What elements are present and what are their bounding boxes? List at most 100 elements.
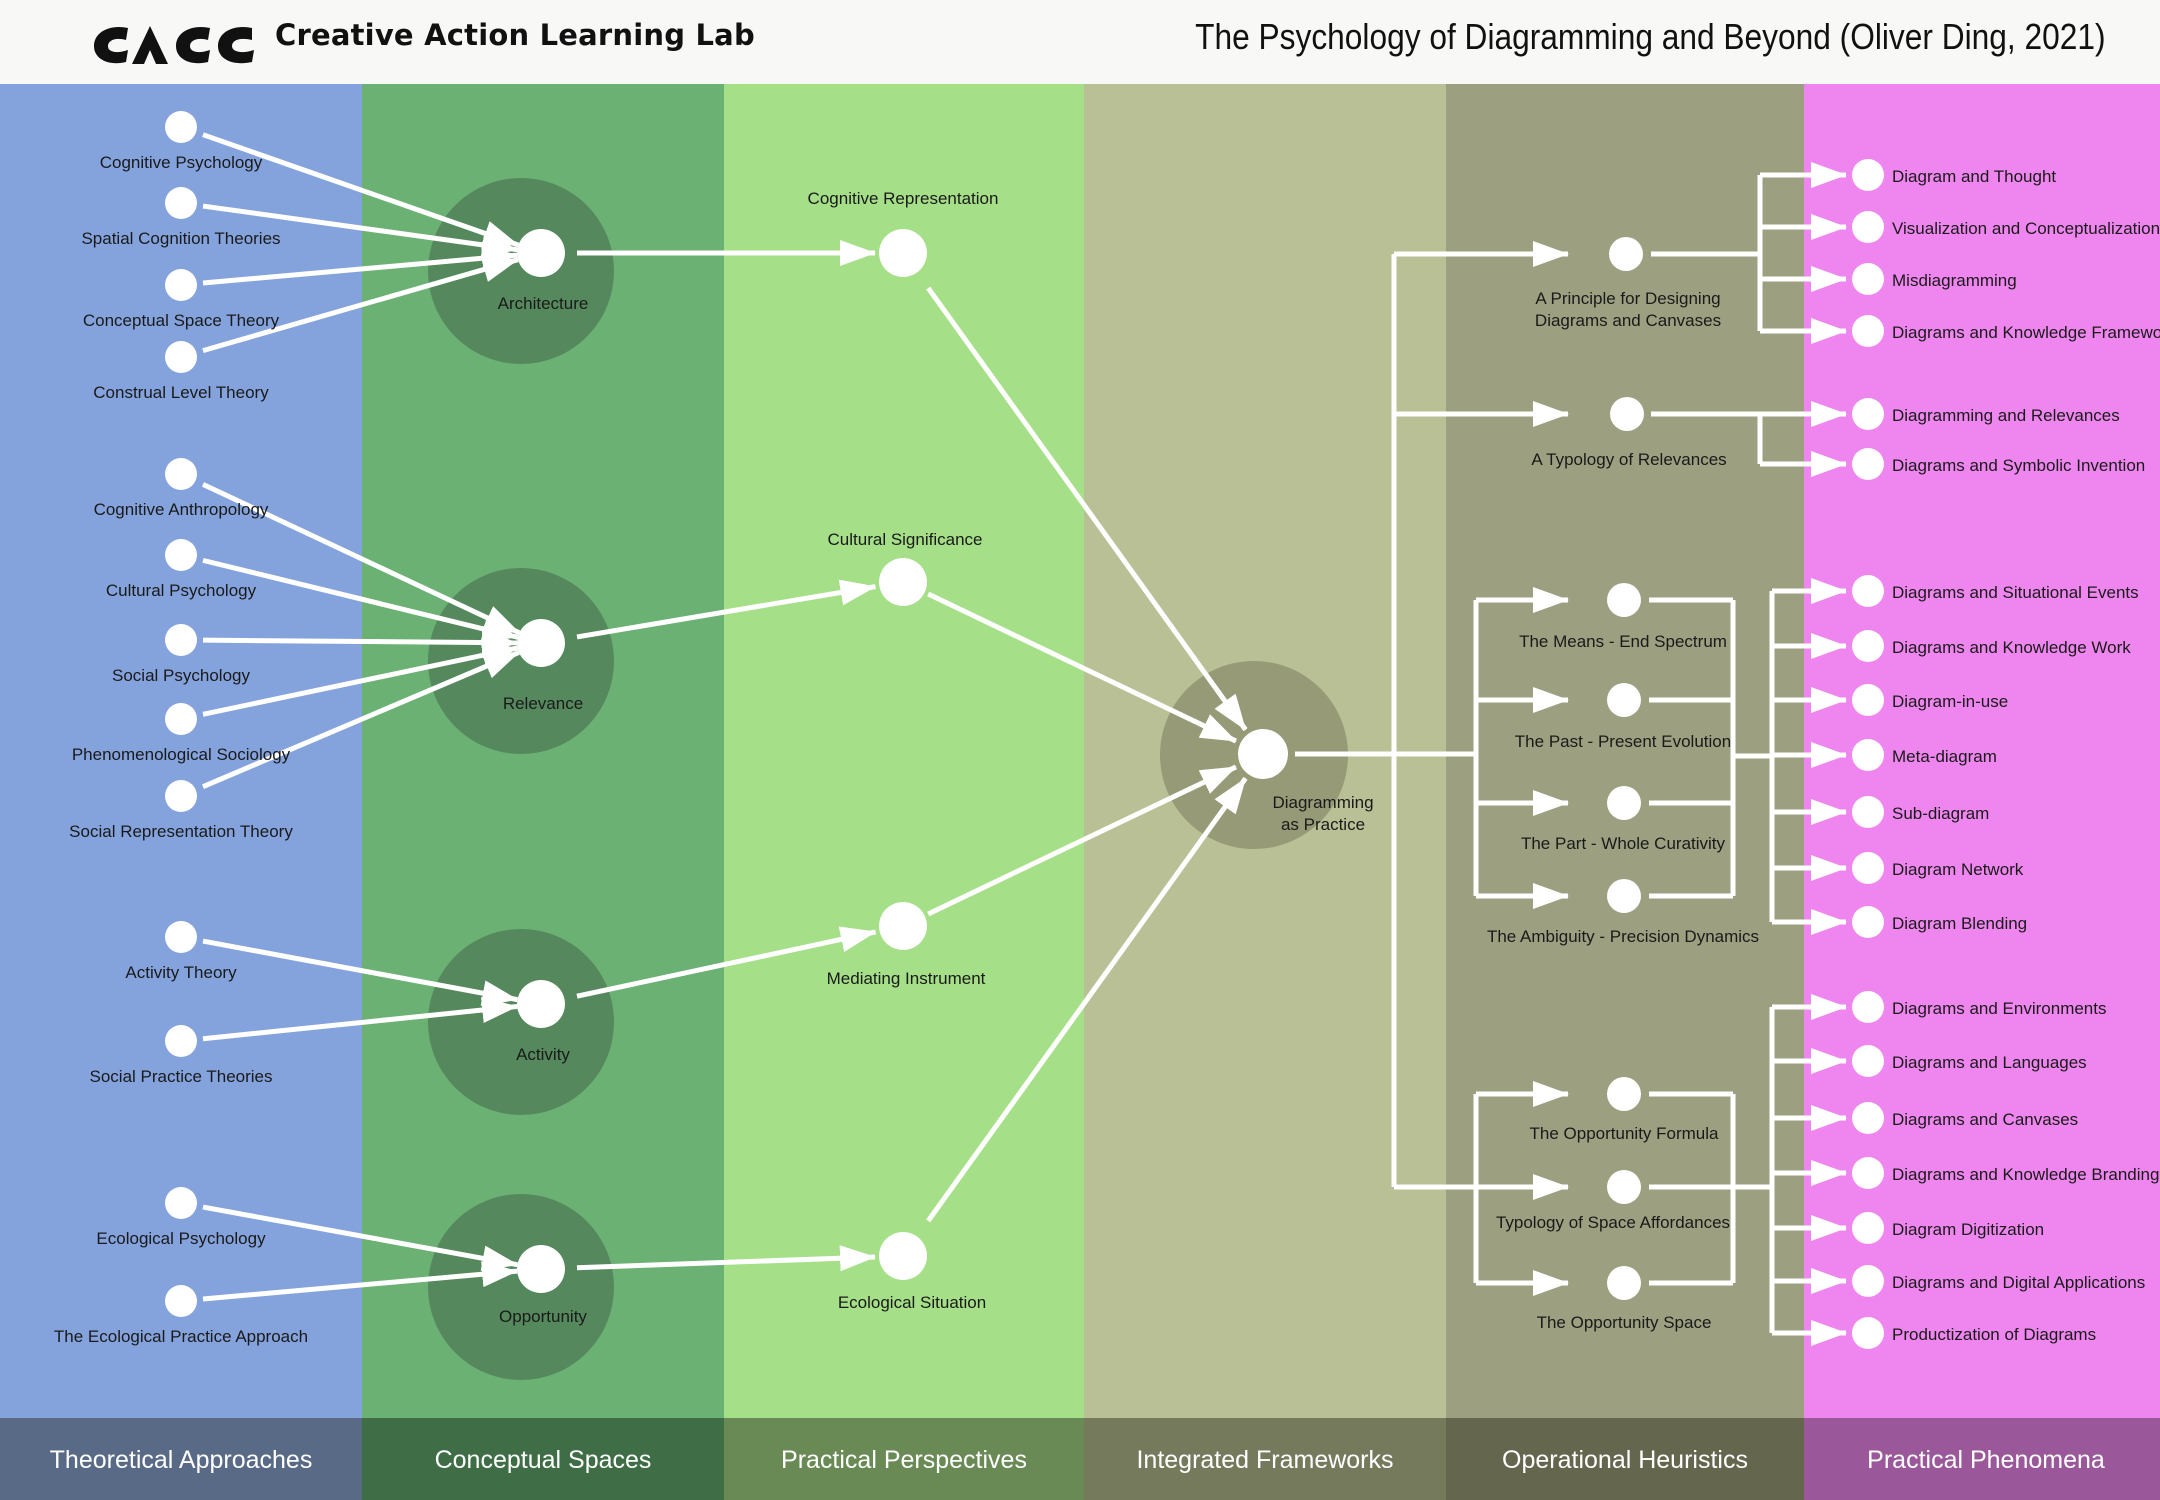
visualization-and-conceptualization-node: [1852, 211, 1884, 243]
edge-cognitive-representation-to-diagramming-as-practice: [926, 286, 1248, 732]
ecological-psychology-label: Ecological Psychology: [96, 1229, 266, 1248]
social-representation-theory-label: Social Representation Theory: [69, 822, 293, 841]
the-means-end-spectrum-node: [1607, 583, 1641, 617]
ecological-psychology-node: [165, 1187, 197, 1219]
relevance-label: Relevance: [503, 694, 583, 713]
edge-spatial-cognition-theories-to-architecture: [202, 203, 519, 258]
callab-logo: [94, 26, 254, 64]
the-opportunity-space-node: [1607, 1266, 1641, 1300]
diagram-blending-label: Diagram Blending: [1892, 914, 2027, 933]
activity-node: [517, 980, 565, 1028]
diagrams-and-knowledge-work-node: [1852, 630, 1884, 662]
architecture-node: [517, 229, 565, 277]
diagram-network-node: [1852, 852, 1884, 884]
mediating-instrument-label: Mediating Instrument: [827, 969, 986, 988]
as-practice-label: as Practice: [1281, 815, 1365, 834]
diagrams-and-situational-events-node: [1852, 575, 1884, 607]
footer-cell-conceptual-spaces: [362, 1418, 724, 1500]
typology-of-relevances-node: [1610, 397, 1644, 431]
edge-opportunity-to-ecological-situation: [576, 1245, 877, 1272]
edge-cognitive-anthropology-to-relevance: [201, 482, 521, 636]
opportunity-node: [517, 1245, 565, 1293]
edge-cultural-significance-to-diagramming-as-practice: [927, 591, 1238, 744]
social-representation-theory-node: [165, 780, 197, 812]
productization-of-diagrams-label: Productization of Diagrams: [1892, 1325, 2096, 1344]
brand-name: Creative Action Learning Lab: [275, 18, 755, 52]
cognitive-psychology-label: Cognitive Psychology: [100, 153, 263, 172]
productization-of-diagrams-node: [1852, 1317, 1884, 1349]
diagrams-and-digital-applications-node: [1852, 1265, 1884, 1297]
diagram-network-label: Diagram Network: [1892, 860, 2024, 879]
misdiagramming-node: [1852, 263, 1884, 295]
cultural-psychology-node: [165, 539, 197, 571]
diagram-in-use-label: Diagram-in-use: [1892, 692, 2008, 711]
diagrams-and-languages-node: [1852, 1045, 1884, 1077]
diagrams-and-canvases-label: Diagrams and Canvases: [1535, 311, 1721, 330]
diagram-in-use-node: [1852, 684, 1884, 716]
edge-social-representation-theory-to-relevance: [202, 650, 520, 789]
column-practical-perspectives: [724, 84, 1084, 1418]
diagramming-as-practice-node: [1238, 729, 1288, 779]
edge-mediating-instrument-to-diagramming-as-practice: [927, 764, 1238, 917]
edge-ecological-situation-to-diagramming-as-practice: [926, 776, 1248, 1223]
diagram-and-thought-label: Diagram and Thought: [1892, 167, 2056, 186]
diagrams-and-environments-node: [1852, 991, 1884, 1023]
cognitive-representation-node: [879, 229, 927, 277]
opportunity-halo: [428, 1194, 614, 1380]
social-psychology-label: Social Psychology: [112, 666, 250, 685]
diagrams-and-symbolic-invention-node: [1852, 448, 1884, 480]
relevance-node: [517, 619, 565, 667]
cultural-psychology-label: Cultural Psychology: [106, 581, 257, 600]
visualization-and-conceptualization-label: Visualization and Conceptualization: [1892, 219, 2160, 238]
typology-of-space-affordances-node: [1607, 1170, 1641, 1204]
activity-label: Activity: [516, 1045, 570, 1064]
footer-label-integrated-frameworks: Integrated Frameworks: [1136, 1446, 1393, 1474]
the-opportunity-formula-label: The Opportunity Formula: [1530, 1124, 1720, 1143]
footer-cell-operational-heuristics: [1446, 1418, 1804, 1500]
the-ecological-practice-approach-label: The Ecological Practice Approach: [54, 1327, 308, 1346]
diagram-and-thought-node: [1852, 159, 1884, 191]
the-opportunity-formula-node: [1607, 1077, 1641, 1111]
diagrams-and-digital-applications-label: Diagrams and Digital Applications: [1892, 1273, 2145, 1292]
edge-activity-to-mediating-instrument: [576, 926, 877, 999]
diagrams-and-knowledge-frameworks-label: Diagrams and Knowledge Frameworks: [1892, 323, 2160, 342]
the-part-whole-curativity-node: [1607, 786, 1641, 820]
diagrams-and-knowledge-branding-node: [1852, 1157, 1884, 1189]
opportunity-label: Opportunity: [499, 1307, 587, 1326]
phenomenological-sociology-node: [165, 703, 197, 735]
diagrams-and-knowledge-branding-label: Diagrams and Knowledge Branding: [1892, 1165, 2159, 1184]
edge-the-ecological-practice-approach-to-opportunity: [202, 1261, 519, 1302]
social-psychology-node: [165, 624, 197, 656]
edge-conceptual-space-theory-to-architecture: [202, 245, 519, 286]
a-principle-for-designing-label: A Principle for Designing: [1535, 289, 1720, 308]
edge-phenomenological-sociology-to-relevance: [202, 642, 519, 717]
diagrams-and-environments-label: Diagrams and Environments: [1892, 999, 2106, 1018]
edge-construal-level-theory-to-architecture: [202, 256, 519, 354]
mediating-instrument-node: [879, 902, 927, 950]
edge-cultural-psychology-to-relevance: [202, 557, 519, 642]
header-bar: Creative Action Learning Lab The Psychol…: [0, 0, 2160, 84]
social-practice-theories-node: [165, 1025, 197, 1057]
spatial-cognition-theories-node: [165, 187, 197, 219]
edge-activity-theory-to-activity: [202, 938, 519, 1006]
edge-social-psychology-to-relevance: [202, 629, 519, 656]
a-typology-of-relevances-label: A Typology of Relevances: [1531, 450, 1726, 469]
diagramming-and-relevances-label: Diagramming and Relevances: [1892, 406, 2120, 425]
diagrams-and-languages-label: Diagrams and Languages: [1892, 1053, 2087, 1072]
page-title: The Psychology of Diagramming and Beyond…: [1195, 16, 2106, 57]
diagrams-and-canvases-label: Diagrams and Canvases: [1892, 1110, 2078, 1129]
diagram-digitization-node: [1852, 1212, 1884, 1244]
the-opportunity-space-label: The Opportunity Space: [1537, 1313, 1712, 1332]
footer-label-practical-perspectives: Practical Perspectives: [781, 1446, 1027, 1474]
cultural-significance-node: [879, 558, 927, 606]
sub-diagram-node: [1852, 796, 1884, 828]
construal-level-theory-label: Construal Level Theory: [93, 383, 269, 402]
principle-heuristic-node: [1609, 237, 1643, 271]
meta-diagram-node: [1852, 739, 1884, 771]
footer-label-theoretical-approaches: Theoretical Approaches: [50, 1446, 313, 1474]
edge-relevance-to-cultural-significance: [576, 579, 877, 640]
activity-theory-label: Activity Theory: [125, 963, 237, 982]
activity-halo: [428, 929, 614, 1115]
